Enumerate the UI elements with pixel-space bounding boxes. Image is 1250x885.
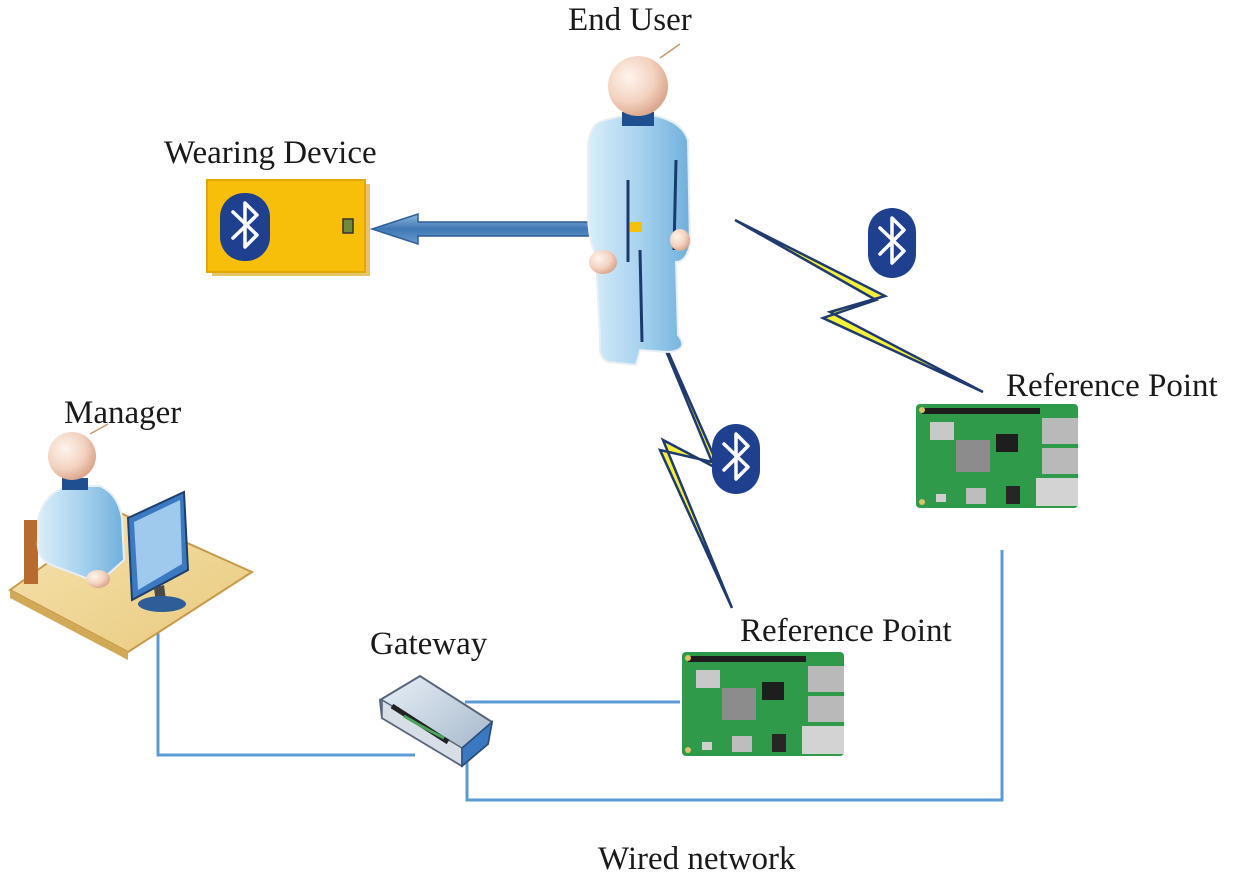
reference-point-middle-label: Reference Point [740, 613, 952, 649]
manager-person-icon [36, 423, 126, 588]
bluetooth-icon [220, 193, 270, 261]
lightning-bolt-icon [734, 218, 984, 394]
wearing-device-label: Wearing Device [164, 135, 377, 171]
reference-point-right-label: Reference Point [1006, 368, 1218, 404]
arrow-icon [369, 212, 621, 246]
reference-point-middle-board [682, 652, 844, 756]
end-user-label: End User [568, 2, 692, 38]
wearing-device [206, 179, 370, 276]
end-user-person-icon [587, 43, 692, 367]
manager-label: Manager [64, 395, 182, 431]
wired-link-manager-gateway [156, 625, 415, 757]
wireless-link-right [734, 218, 984, 394]
bluetooth-icon [868, 208, 916, 278]
manager-workstation [8, 423, 255, 660]
bluetooth-icon [712, 424, 760, 494]
reference-point-right-board [916, 404, 1078, 508]
wired-link-gateway-reference-right [465, 550, 1004, 802]
gateway-router-icon [378, 674, 494, 768]
wired-network-label: Wired network [598, 841, 796, 877]
computer-monitor-icon [126, 490, 190, 612]
wired-links [156, 550, 1004, 802]
gateway-label: Gateway [370, 626, 488, 662]
